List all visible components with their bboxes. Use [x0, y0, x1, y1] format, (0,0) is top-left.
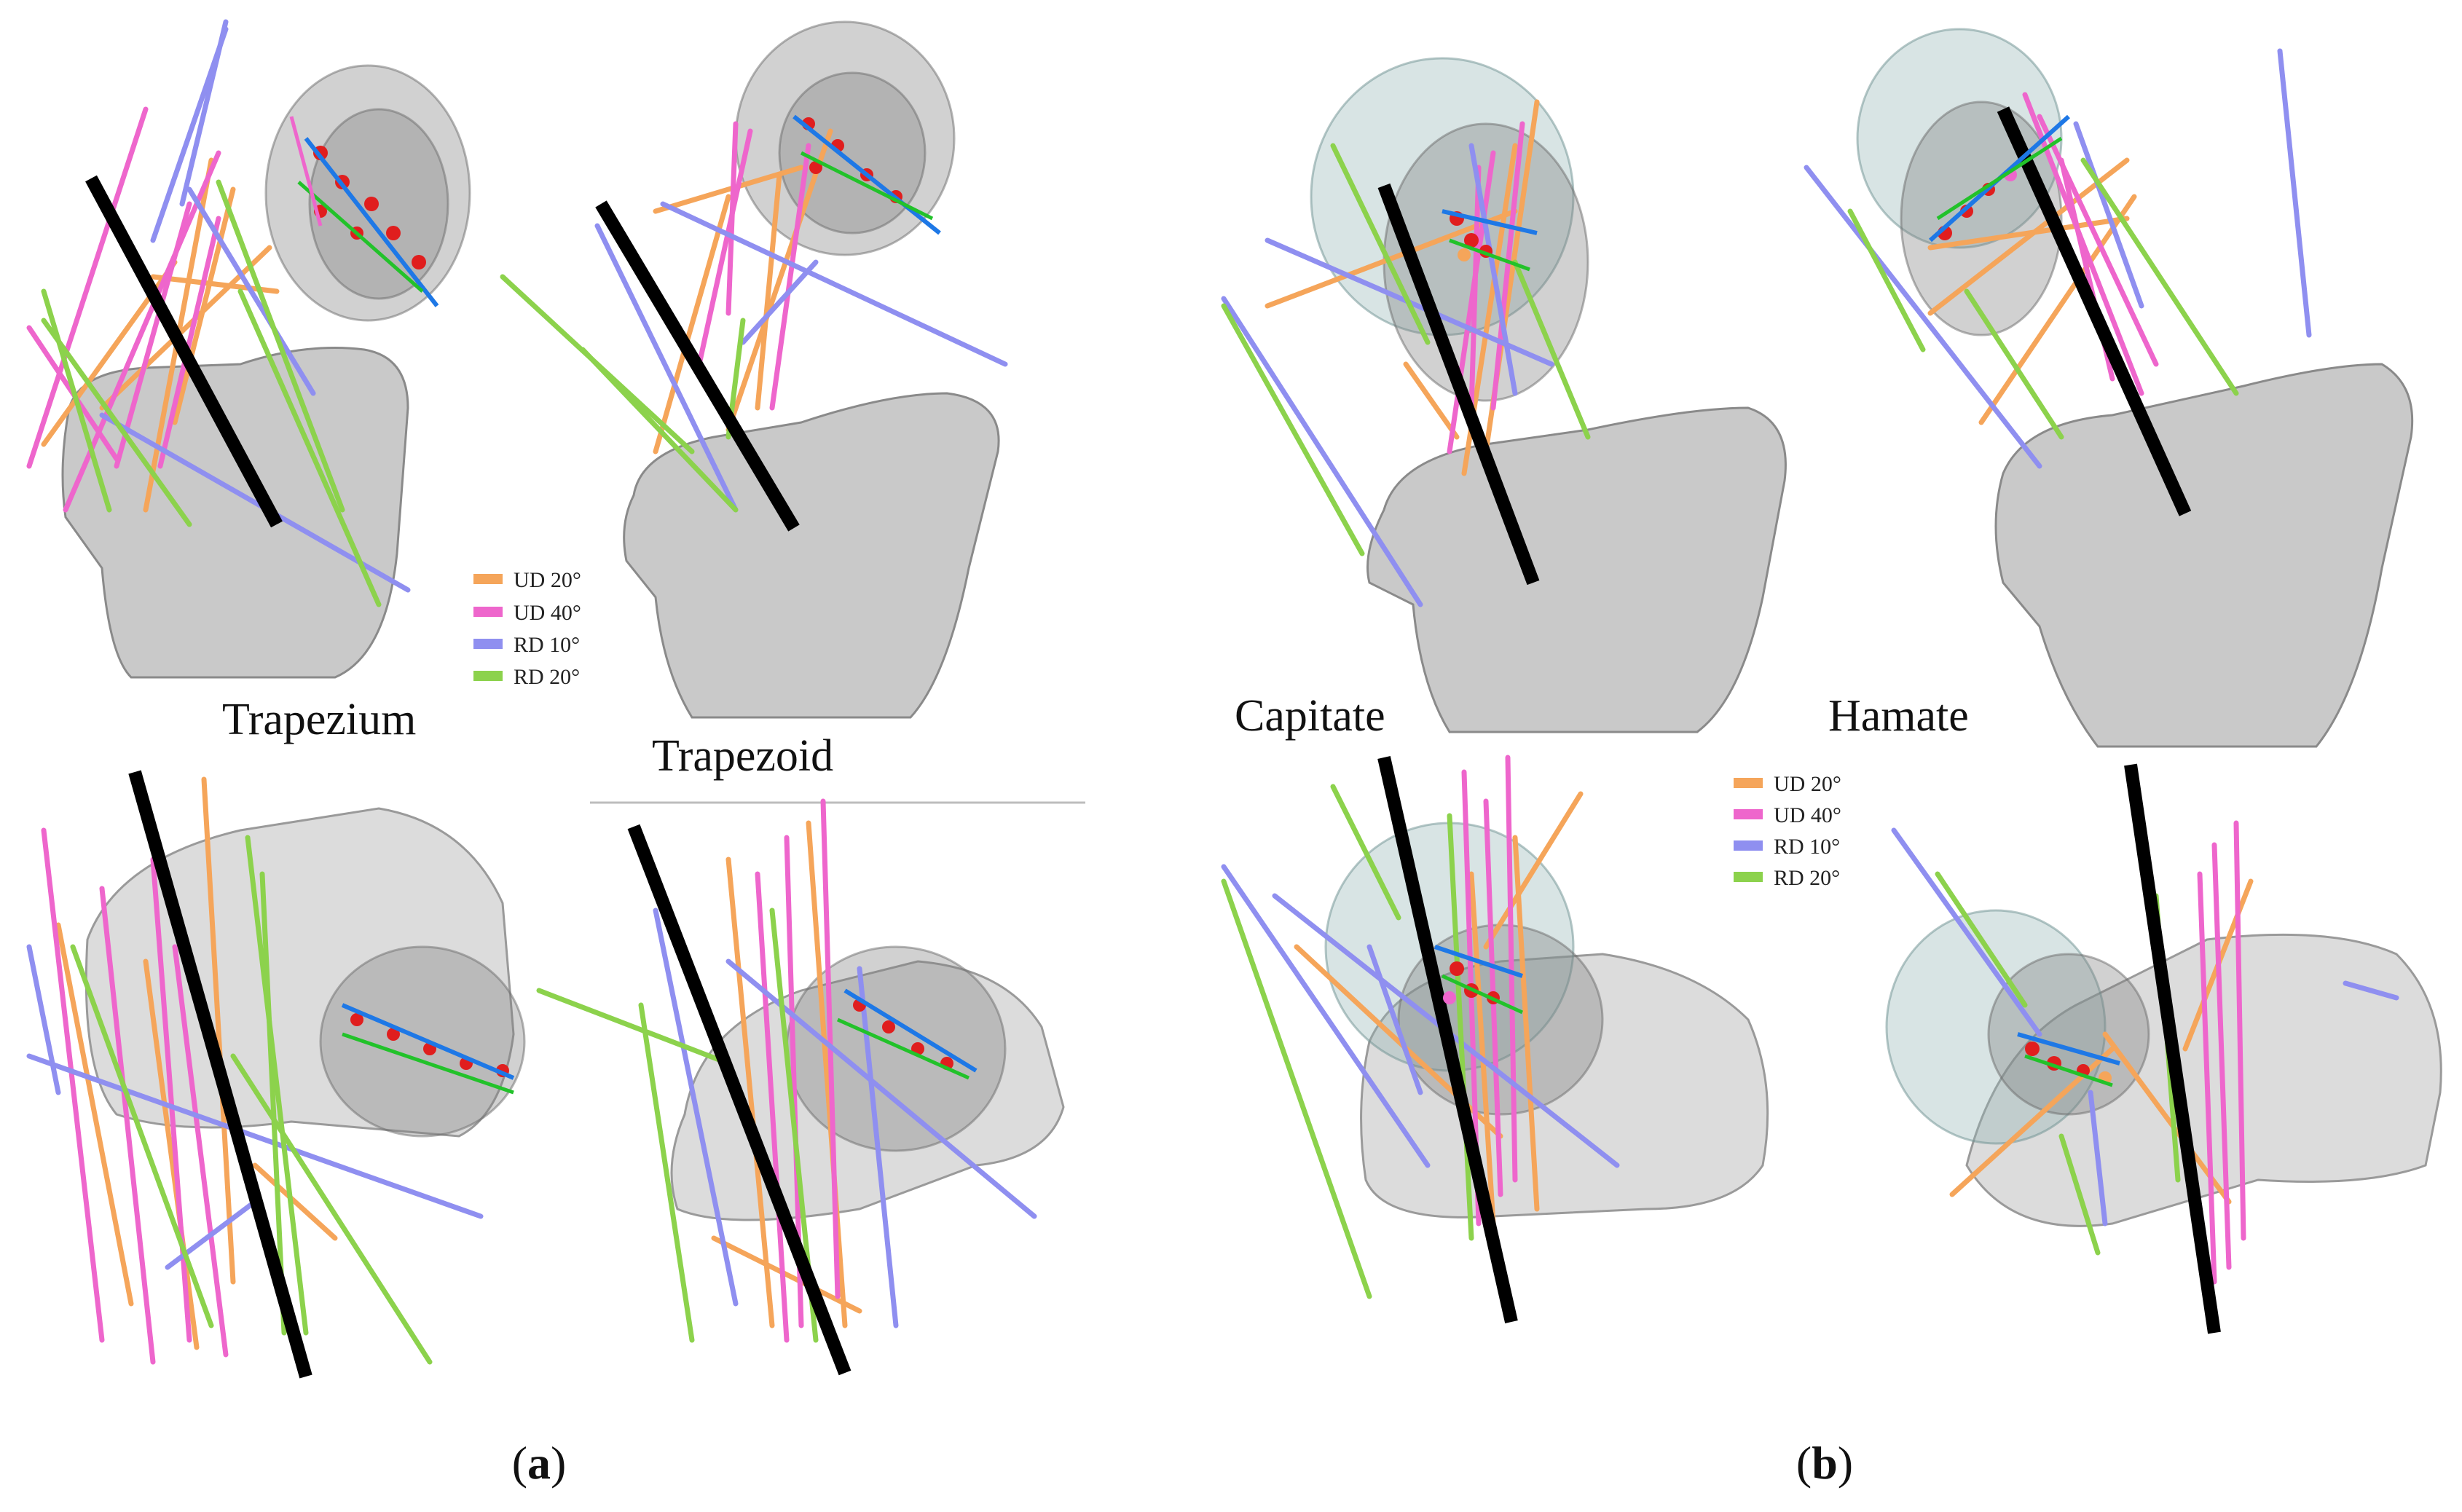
legend-item: RD 20°	[1734, 866, 1840, 890]
rotation-axis	[595, 200, 800, 532]
rotation-axis	[85, 175, 283, 528]
hamate-carpal-inner	[1900, 101, 2063, 336]
svg-text:RD 10°: RD 10°	[1774, 835, 1840, 859]
subplot-hamate-bottom	[1885, 763, 2442, 1334]
caption-a: (a)	[512, 1437, 567, 1489]
svg-text:UD 40°: UD 40°	[514, 601, 581, 625]
svg-text:RD 20°: RD 20°	[514, 665, 580, 689]
rotation-axis	[1997, 106, 2192, 516]
marker-cluster	[1434, 945, 1524, 1015]
radius-bone	[1366, 406, 1787, 733]
label-capitate: Capitate	[1235, 691, 1385, 741]
rotation-axis	[2124, 763, 2221, 1334]
rotation-axis	[1377, 183, 1540, 586]
rotation-axis	[627, 824, 852, 1376]
legend-item: UD 40°	[473, 601, 581, 625]
legend-item: RD 20°	[473, 665, 580, 689]
legend-item: UD 20°	[473, 568, 581, 592]
legend-a: UD 20° UD 40° RD 10° RD 20°	[473, 568, 581, 689]
legend-item: UD 40°	[1734, 803, 1841, 827]
rotation-axis	[1377, 756, 1518, 1323]
svg-text:UD 20°: UD 20°	[1774, 772, 1841, 796]
subplot-hamate-top: Hamate	[1804, 28, 2414, 748]
marker-cluster	[1442, 209, 1538, 272]
marker-cluster	[289, 116, 439, 307]
svg-text:UD 40°: UD 40°	[1774, 803, 1841, 827]
radius-bone	[1994, 363, 2414, 748]
marker-cluster	[1928, 114, 2071, 243]
subplot-capitate-top: Capitate	[1221, 57, 1787, 741]
subplot-trapezoid-bottom	[536, 798, 1065, 1376]
subplot-capitate-bottom	[1221, 755, 1769, 1323]
legend-b: UD 20° UD 40° RD 10° RD 20°	[1734, 772, 1841, 890]
label-trapezoid: Trapezoid	[652, 731, 833, 781]
caption-b: (b)	[1796, 1437, 1853, 1489]
radius-bone	[1360, 953, 1769, 1218]
subplot-trapezoid-top: Trapezoid	[500, 20, 1008, 781]
label-hamate: Hamate	[1828, 691, 1969, 741]
radius-bone	[61, 347, 409, 679]
label-trapezium: Trapezium	[222, 695, 416, 744]
motion-lines	[500, 121, 1008, 513]
marker-cluster	[341, 1003, 515, 1095]
motion-lines	[26, 776, 484, 1365]
subplot-trapezium-top: Trapezium	[26, 19, 471, 744]
hamate-carpal	[1885, 909, 2107, 1145]
legend-item: RD 10°	[473, 633, 580, 657]
motion-lines	[1221, 99, 1591, 607]
subplot-trapezium-bottom	[26, 770, 526, 1379]
rotation-axis	[128, 770, 312, 1379]
marker-cluster	[793, 114, 941, 235]
svg-text:RD 20°: RD 20°	[1774, 866, 1840, 890]
legend-item: UD 20°	[1734, 772, 1841, 796]
svg-text:RD 10°: RD 10°	[514, 633, 580, 657]
marker-cluster	[2017, 1032, 2120, 1087]
marker-cluster	[836, 988, 978, 1080]
radius-bone	[1965, 933, 2442, 1227]
svg-text:UD 20°: UD 20°	[514, 568, 581, 592]
legend-item: RD 10°	[1734, 835, 1840, 859]
